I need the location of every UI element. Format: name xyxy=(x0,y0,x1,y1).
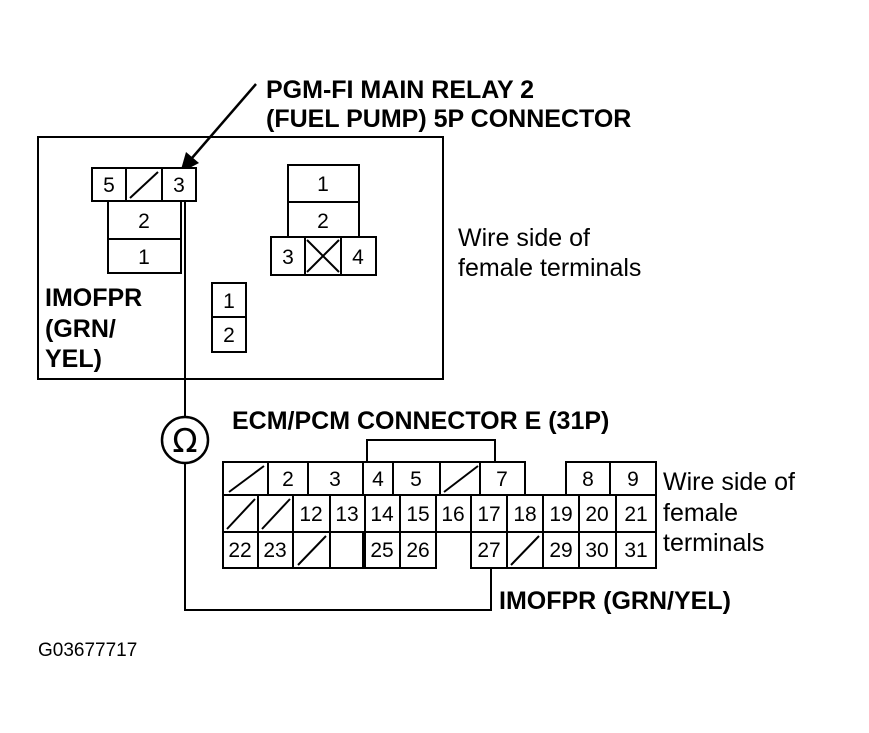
ecm-pin-26: 26 xyxy=(406,539,429,562)
ecm-pin-18: 18 xyxy=(513,503,536,526)
ecm-pin-3: 3 xyxy=(329,468,341,491)
ecm-pin-17: 17 xyxy=(477,503,500,526)
ecm-pin-23: 23 xyxy=(263,539,286,562)
ecm-connector xyxy=(222,439,657,569)
ecm-pin-5: 5 xyxy=(410,468,422,491)
relay-wire-label-line1: IMOFPR xyxy=(45,284,142,312)
ecm-wire-label: IMOFPR (GRN/YEL) xyxy=(499,587,731,615)
block2-pin-1: 1 xyxy=(223,290,235,313)
relay-box xyxy=(37,136,444,380)
ecm-pin-31: 31 xyxy=(624,539,647,562)
ecm-pin-20: 20 xyxy=(585,503,608,526)
ecm-pin-16: 16 xyxy=(441,503,464,526)
relay-wire-label-line3: YEL) xyxy=(45,345,102,373)
ecm-pin-14: 14 xyxy=(370,503,394,526)
ohm-icon: Ω xyxy=(172,421,197,460)
ecm-pin-27: 27 xyxy=(477,539,500,562)
meter-lead-lower xyxy=(184,463,492,611)
four-pin-block xyxy=(270,164,377,276)
relay-wire-label-line2: (GRN/ xyxy=(45,315,116,343)
wire-side-upper-line1: Wire side of xyxy=(458,224,590,252)
relay-pin-1: 1 xyxy=(138,246,150,269)
block2-pin-2: 2 xyxy=(223,324,235,347)
ecm-pin-2: 2 xyxy=(282,468,294,491)
ecm-pin-13: 13 xyxy=(335,503,358,526)
pointer-arrow xyxy=(191,83,257,159)
ecm-pin-19: 19 xyxy=(549,503,572,526)
two-pin-block xyxy=(211,282,247,353)
figure-code: G03677717 xyxy=(38,640,137,661)
ecm-pin-8: 8 xyxy=(582,468,594,491)
ecm-pin-29: 29 xyxy=(549,539,572,562)
ecm-pin-30: 30 xyxy=(585,539,608,562)
block4-pin-2: 2 xyxy=(317,210,329,233)
wire-side-lower-line1: Wire side of xyxy=(663,468,795,496)
relay-pin-2: 2 xyxy=(138,210,150,233)
relay-pin-3: 3 xyxy=(173,174,185,197)
ecm-title: ECM/PCM CONNECTOR E (31P) xyxy=(232,407,609,435)
wire-side-lower-line3: terminals xyxy=(663,529,764,557)
wire-side-lower-line2: female xyxy=(663,499,738,527)
ecm-pin-22: 22 xyxy=(228,539,251,562)
block4-pin-1: 1 xyxy=(317,173,329,196)
block4-pin-3: 3 xyxy=(282,246,294,269)
ecm-pin-9: 9 xyxy=(627,468,639,491)
relay-pin-5: 5 xyxy=(103,174,115,197)
ecm-pin-12: 12 xyxy=(299,503,322,526)
wire-side-upper-line2: female terminals xyxy=(458,254,641,282)
ecm-pin-25: 25 xyxy=(370,539,393,562)
ecm-pin-7: 7 xyxy=(496,468,508,491)
block4-pin-4: 4 xyxy=(352,246,364,269)
relay-title-line2: (FUEL PUMP) 5P CONNECTOR xyxy=(266,105,631,133)
ecm-pin-4: 4 xyxy=(372,468,384,491)
relay-title-line1: PGM-FI MAIN RELAY 2 xyxy=(266,76,534,104)
ecm-pin-15: 15 xyxy=(406,503,429,526)
relay-connector xyxy=(91,167,197,274)
ecm-pin-21: 21 xyxy=(624,503,647,526)
